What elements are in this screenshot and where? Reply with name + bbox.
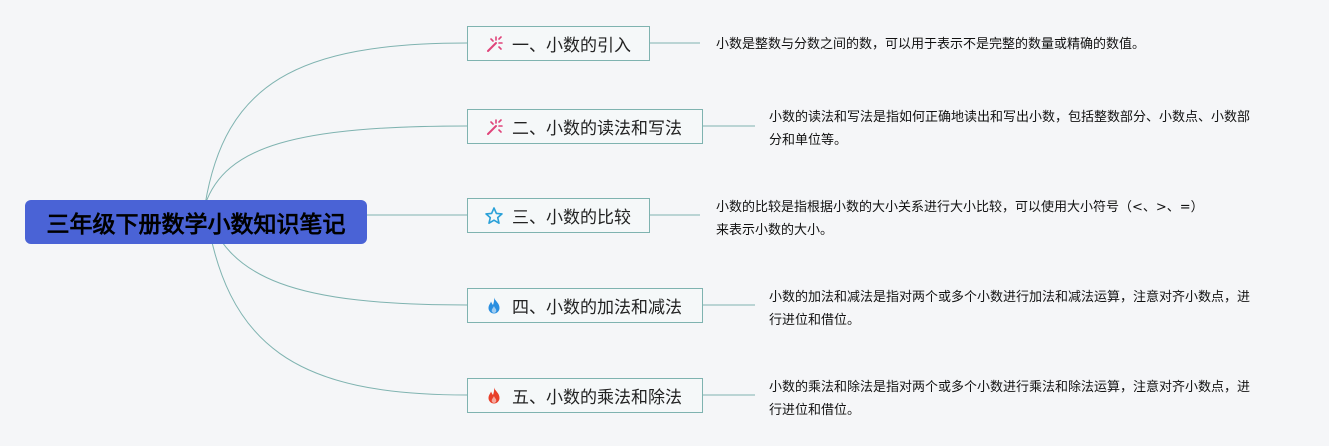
sparkle-wand-icon <box>484 117 504 137</box>
branch-topic-label: 三、小数的比较 <box>512 208 631 228</box>
branch-connector <box>204 204 468 396</box>
branch-topic-label: 二、小数的读法和写法 <box>512 119 682 139</box>
branch-topic-label: 五、小数的乘法和除法 <box>512 388 682 408</box>
branch-connector <box>204 42 468 206</box>
branch-1-note: 小数是整数与分数之间的数，可以用于表示不是完整的数量或精确的数值。 <box>716 37 1146 52</box>
star-outline-icon <box>484 206 504 226</box>
branch-connector <box>204 125 468 206</box>
root-topic-label: 三年级下册数学小数知识笔记 <box>46 212 346 238</box>
branch-topic-label: 四、小数的加法和减法 <box>512 298 682 318</box>
flame-icon <box>484 386 504 406</box>
branch-topic-1[interactable]: 一、小数的引入 <box>467 26 650 61</box>
root-topic[interactable]: 三年级下册数学小数知识笔记 <box>25 200 367 244</box>
branch-5-note: 小数的乘法和除法是指对两个或多个小数进行乘法和除法运算，注意对齐小数点，进行进位… <box>769 380 1251 418</box>
branch-topic-3[interactable]: 三、小数的比较 <box>467 198 650 233</box>
branch-topic-label: 一、小数的引入 <box>512 36 631 56</box>
branch-3-note: 小数的比较是指根据小数的大小关系进行大小比较，可以使用大小符号（<、>、=）来表… <box>716 200 1204 238</box>
sparkle-wand-icon <box>484 34 504 54</box>
branch-4-note: 小数的加法和减法是指对两个或多个小数进行加法和减法运算，注意对齐小数点，进行进位… <box>769 290 1251 328</box>
branch-topic-5[interactable]: 五、小数的乘法和除法 <box>467 378 703 413</box>
flame-icon <box>484 296 504 316</box>
branch-2-note: 小数的读法和写法是指如何正确地读出和写出小数，包括整数部分、小数点、小数部分和单… <box>769 110 1251 148</box>
branch-topic-2[interactable]: 二、小数的读法和写法 <box>467 109 703 144</box>
branch-topic-4[interactable]: 四、小数的加法和减法 <box>467 288 703 323</box>
